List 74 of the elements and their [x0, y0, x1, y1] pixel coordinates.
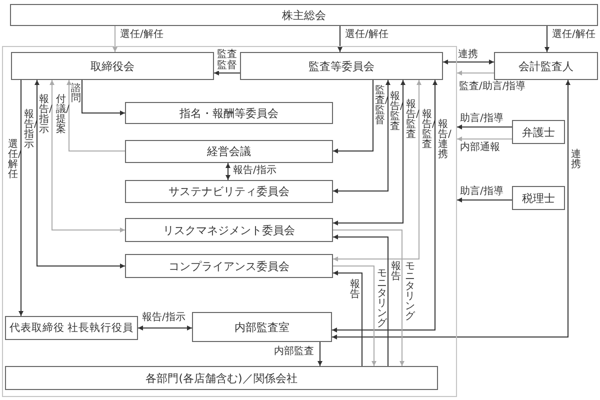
edge-label: 報告/指示 — [233, 166, 276, 176]
arrow — [332, 80, 570, 340]
org-unit-box — [240, 52, 443, 80]
edge-label: 選任/解任 — [345, 30, 388, 40]
org-unit-box — [125, 254, 333, 278]
edge-label: 報告 — [391, 262, 401, 282]
arrow — [112, 26, 118, 52]
org-unit-box — [512, 120, 565, 144]
arrow — [18, 80, 24, 316]
org-unit-box — [512, 186, 565, 210]
arrow — [338, 26, 342, 52]
org-unit-box — [125, 140, 333, 163]
edge-label: モニタリング — [377, 269, 387, 329]
edge-label: 監査/助言/指導 — [459, 82, 526, 92]
edge-label: 助言/指導 — [460, 187, 504, 197]
arrow — [332, 80, 374, 154]
unit-name: コンプライアンス委員会 — [168, 258, 290, 274]
unit-name: 会計監査人 — [518, 58, 574, 74]
arrow — [332, 270, 362, 366]
arrow — [66, 80, 126, 152]
arrow — [332, 80, 422, 262]
edge-label: 諮問 — [71, 84, 81, 104]
unit-name: 各部門(各店舗含む)／関係会社 — [146, 370, 298, 386]
edge-label: 報告/指示 — [142, 313, 186, 323]
edge-label: 監査監督 — [217, 49, 237, 71]
org-unit-box — [10, 4, 598, 26]
unit-name: リスクマネジメント委員会 — [163, 222, 295, 238]
arrow — [456, 124, 512, 130]
edge-label: 内部監査 — [274, 347, 314, 357]
company-frame — [2, 46, 457, 397]
org-unit-box — [494, 52, 598, 80]
arrow — [544, 26, 550, 52]
unit-name: 指名・報酬等委員会 — [180, 106, 278, 120]
edge-label: 連携 — [458, 50, 478, 60]
arrow — [456, 136, 512, 142]
edge-label: 連携 — [571, 150, 581, 170]
unit-name: 税理士 — [522, 190, 555, 206]
arrow — [456, 198, 512, 202]
unit-name: 内部監査室 — [234, 320, 290, 334]
edge-label: 報告 — [350, 280, 360, 300]
arrow — [50, 80, 126, 232]
edge-label: 選任/解任 — [120, 30, 164, 40]
edge-label: 選任/解任 — [552, 30, 596, 40]
arrow — [332, 80, 438, 332]
arrow — [318, 342, 322, 366]
org-unit-box — [125, 218, 333, 242]
unit-name: 弁護士 — [522, 124, 555, 140]
unit-name: 株主総会 — [282, 8, 326, 22]
edge-label: 内部通報 — [460, 143, 500, 153]
org-unit-box — [5, 316, 138, 340]
arrow — [332, 80, 406, 226]
unit-name: 経営会議 — [207, 144, 251, 159]
edge-label: 助言/指導 — [460, 114, 504, 124]
arrow — [442, 60, 494, 64]
org-unit-box — [11, 52, 214, 80]
arrow — [332, 80, 390, 194]
arrow — [332, 234, 388, 366]
org-unit-box — [125, 180, 333, 203]
arrow — [138, 326, 192, 330]
unit-name: 代表取締役 社長執行役員 — [9, 321, 134, 335]
unit-name: サステナビリティ委員会 — [168, 184, 290, 199]
arrow — [456, 70, 494, 76]
arrow — [332, 266, 376, 366]
unit-name: 取締役会 — [90, 58, 134, 74]
org-unit-box — [5, 366, 438, 390]
org-unit-box — [192, 312, 332, 342]
edge-label: モニタリング — [405, 262, 415, 322]
arrow — [332, 230, 404, 366]
unit-name: 監査等委員会 — [308, 58, 374, 74]
org-unit-box — [125, 102, 333, 124]
arrow — [214, 70, 240, 76]
arrow — [226, 162, 230, 180]
arrow — [82, 80, 126, 116]
arrow — [34, 80, 126, 268]
